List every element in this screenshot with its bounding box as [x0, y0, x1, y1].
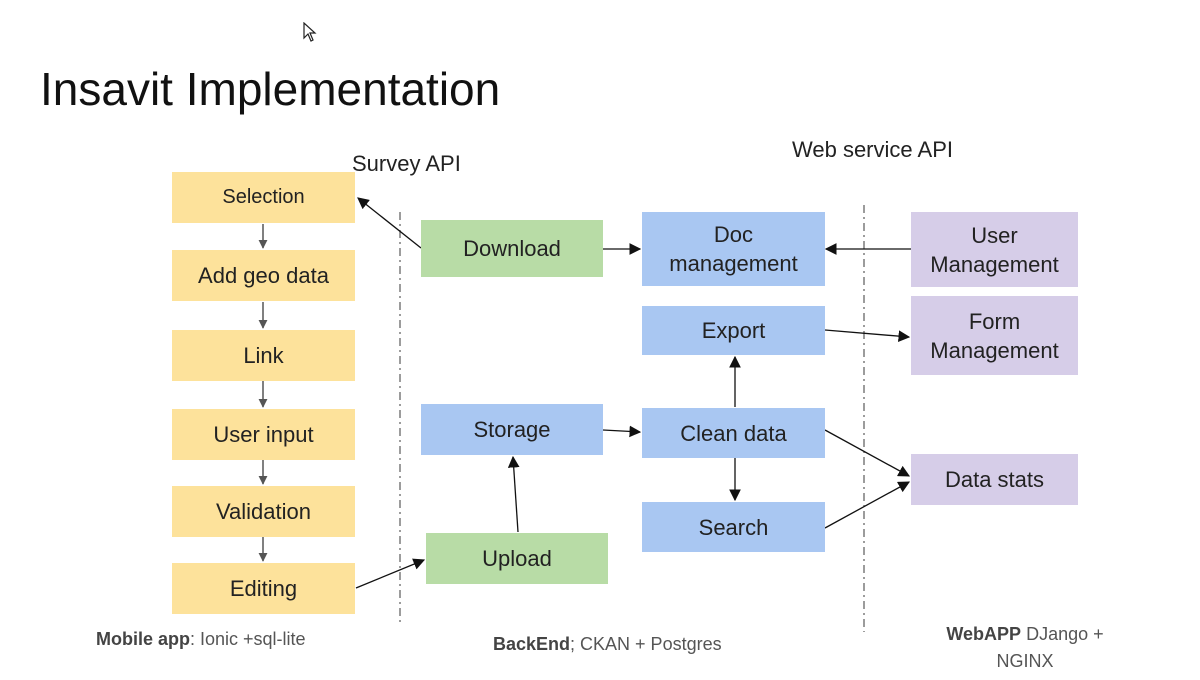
validation-box: Validation	[172, 486, 355, 537]
mouse-cursor-icon	[303, 22, 317, 42]
backend-footer-bold: BackEnd	[493, 634, 571, 654]
clean-data-box: Clean data	[642, 408, 825, 458]
editing-box: Editing	[172, 563, 355, 614]
slide-title: Insavit Implementation	[40, 63, 501, 115]
backend-footer-text: ; CKAN + Postgres	[570, 634, 722, 654]
download-box: Download	[421, 220, 603, 277]
mobile-footer: Mobile app: Ionic +sql-lite	[96, 626, 306, 653]
arrow-clean-to-stats	[824, 429, 911, 477]
arrow-storage-to-clean	[602, 425, 642, 438]
arrow-download-to-selection	[357, 197, 422, 249]
webapp-footer: WebAPP DJango + NGINX	[930, 621, 1120, 675]
upload-box: Upload	[426, 533, 608, 584]
survey-api-label: Survey API	[352, 151, 461, 176]
export-box: Export	[642, 306, 825, 355]
link-box: Link	[172, 330, 355, 381]
data-stats-box: Data stats	[911, 454, 1078, 505]
arrow-upload-to-storage	[507, 455, 520, 533]
search-box: Search	[642, 502, 825, 552]
mobile-footer-text: : Ionic +sql-lite	[190, 629, 306, 649]
user-management-box: User Management	[911, 212, 1078, 287]
webapp-footer-text: DJango + NGINX	[996, 624, 1104, 671]
user-input-box: User input	[172, 409, 355, 460]
backend-footer: BackEnd; CKAN + Postgres	[493, 631, 722, 658]
webservice-api-label: Web service API	[792, 137, 953, 162]
mobile-footer-bold: Mobile app	[96, 629, 190, 649]
arrow-export-to-form	[824, 329, 911, 342]
add-geo-data-box: Add geo data	[172, 250, 355, 301]
webapp-footer-bold: WebAPP	[946, 624, 1022, 644]
storage-box: Storage	[421, 404, 603, 455]
form-management-box: Form Management	[911, 296, 1078, 375]
arrow-search-to-stats	[824, 481, 911, 529]
doc-management-box: Doc management	[642, 212, 825, 286]
selection-box: Selection	[172, 172, 355, 223]
arrow-editing-to-upload	[355, 558, 426, 589]
